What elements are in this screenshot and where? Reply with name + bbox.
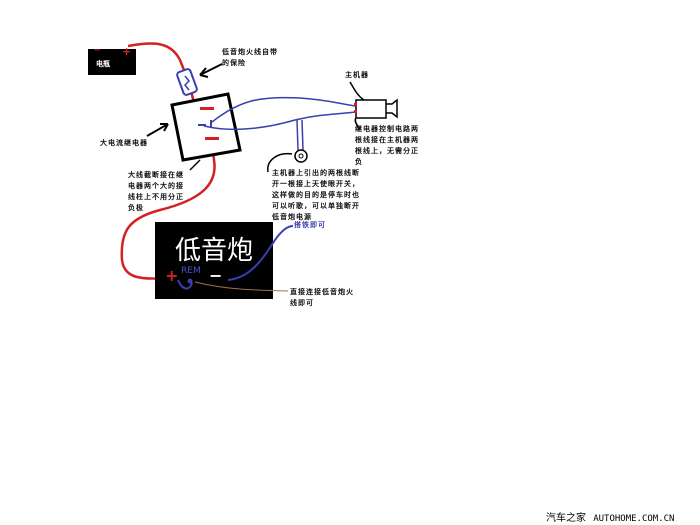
rem-label: REM xyxy=(181,266,201,276)
relay-control-note: 继电器控制电路两根线接在主机器两根线上，无需分正负 xyxy=(355,125,419,166)
arrow-relay xyxy=(146,123,169,137)
fuse-note: 低音炮火线自带的保险 xyxy=(222,48,278,67)
watermark-brand: 汽车之家 xyxy=(546,513,586,524)
arrow-head-unit xyxy=(349,81,365,101)
subwoofer-minus: − xyxy=(209,266,223,285)
battery-label: 电瓶 xyxy=(96,60,110,68)
power-wire-relay-to-subwoofer xyxy=(120,139,216,280)
relay-note: 大电流继电器 xyxy=(100,139,148,147)
head-unit-icon xyxy=(355,99,387,119)
watermark: 汽车之家 AUTOHOME.COM.CN xyxy=(546,509,674,524)
battery-minus: − xyxy=(93,45,102,56)
arrow-fuse xyxy=(199,63,223,78)
rem-wire xyxy=(194,281,289,292)
big-wire-note: 大线截断接在继电器两个大的接线柱上不用分正负极 xyxy=(128,171,184,212)
switch-icon xyxy=(294,149,308,163)
head-unit-note: 主机器 xyxy=(345,71,369,79)
battery: 电瓶 − + xyxy=(88,45,136,75)
control-wire-2 xyxy=(203,111,357,131)
arrow-control xyxy=(354,117,361,131)
power-note: 直接连接低音炮火线即可 xyxy=(290,288,354,307)
control-wire-1 xyxy=(211,96,357,123)
arrow-relay-bottom xyxy=(189,159,201,171)
ground-wire xyxy=(227,225,294,281)
power-wire-battery-to-relay xyxy=(127,42,198,111)
watermark-domain: AUTOHOME.COM.CN xyxy=(593,514,675,524)
switch-note: 主机器上引出的两根线断开一根接上天使眼开关，这样做的目的是停车时也可以听歌，可以… xyxy=(272,169,360,221)
ground-note: 搭铁即可 xyxy=(294,221,326,229)
arrow-switch xyxy=(267,152,293,173)
subwoofer-plus: + xyxy=(165,266,179,285)
battery-plus: + xyxy=(122,45,132,58)
subwoofer-title: 低音炮 xyxy=(175,236,254,266)
